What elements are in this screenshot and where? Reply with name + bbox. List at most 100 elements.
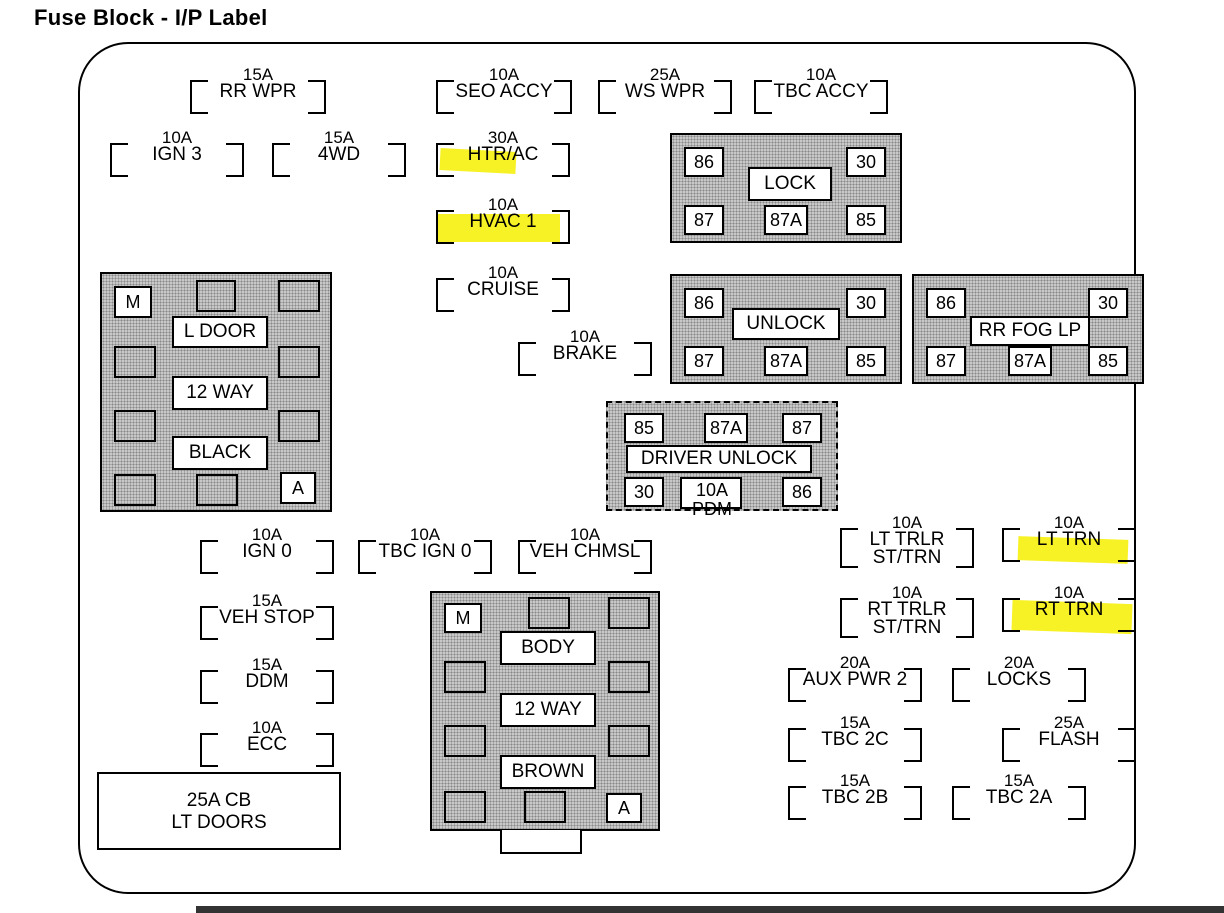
fuse-name: 4WD [317, 144, 361, 165]
fuse-veh-stop: 15A VEH STOP [200, 592, 334, 640]
fuse-name: HTR/AC [467, 144, 539, 165]
fuse-name: LT TRLR [869, 529, 945, 550]
pin-86: 86 [684, 147, 724, 177]
fuse-tbc-accy: 10A TBC ACCY [754, 66, 888, 114]
fuse-name: RT TRN [1034, 599, 1104, 620]
fuse-name: TBC 2B [821, 787, 889, 808]
fuse-rt-trn: 10A RT TRN [1002, 584, 1136, 632]
fuse-amp: 10A [1053, 513, 1085, 532]
connector-cavity [278, 410, 320, 442]
pin-85: 85 [1088, 346, 1128, 376]
connector-label-3: BLACK [172, 436, 268, 470]
connector-cavity [444, 661, 486, 693]
relay-label: RR FOG LP [970, 316, 1090, 346]
fuse-amp: 20A [839, 653, 871, 672]
fuse-locks: 20A LOCKS [952, 654, 1086, 702]
connector-cavity [608, 725, 650, 757]
fuse-amp: 15A [242, 65, 274, 84]
pin-87: 87 [782, 413, 822, 443]
fuse-name: IGN 0 [242, 541, 292, 562]
fuse-amp: 10A [891, 513, 923, 532]
fuse-htr-ac: 30A HTR/AC [436, 129, 570, 177]
connector-cavity [608, 597, 650, 629]
pin-30: 30 [846, 147, 886, 177]
fuse-brake: 10A BRAKE [518, 328, 652, 376]
pin-85: 85 [846, 205, 886, 235]
relay-label: UNLOCK [732, 308, 840, 340]
fuse-block-outline [78, 42, 1136, 894]
fuse-amp: 10A [487, 195, 519, 214]
pin-87: 87 [684, 346, 724, 376]
fuse-amp: 10A [805, 65, 837, 84]
connector-m-label: M [444, 603, 482, 633]
relay-label: LOCK [748, 167, 832, 201]
fuse-name: TBC IGN 0 [378, 541, 472, 562]
fuse-amp: 10A [891, 583, 923, 602]
relay-driver-unlock: 85 87A 87 DRIVER UNLOCK 30 86 [606, 401, 838, 511]
fuse-rr-wpr: 15A RR WPR [190, 66, 326, 114]
connector-m-label: M [114, 286, 152, 318]
fuse-ddm: 15A DDM [200, 656, 334, 704]
fuse-lt-trn: 10A LT TRN [1002, 514, 1136, 562]
connector-cavity [278, 346, 320, 378]
fuse-amp: 15A [1003, 771, 1035, 790]
pin-85: 85 [846, 346, 886, 376]
fuse-hvac1: 10A HVAC 1 [436, 196, 570, 244]
fuse-seo-accy: 10A SEO ACCY [436, 66, 572, 114]
connector-cavity [114, 410, 156, 442]
fuse-amp: 10A [251, 718, 283, 737]
relay-label: DRIVER UNLOCK [626, 445, 812, 473]
pin-30: 30 [1088, 288, 1128, 318]
pin-85: 85 [624, 413, 664, 443]
connector-label-2: 12 WAY [172, 376, 268, 410]
fuse-name: CRUISE [467, 279, 539, 300]
fuse-amp: 30A [487, 128, 519, 147]
fuse-name: DDM [245, 671, 289, 692]
connector-black-12-way: M L DOOR 12 WAY BLACK A [100, 272, 332, 512]
fuse-name: HVAC 1 [469, 211, 537, 232]
fuse-name: RT TRLR [867, 599, 947, 620]
fuse-amp: 10A [161, 128, 193, 147]
fuse-ign3: 10A IGN 3 [110, 129, 244, 177]
circuit-breaker-lt-doors: 25A CB LT DOORS [97, 772, 341, 850]
fuse-rt-trlr: 10A RT TRLR ST/TRN [840, 584, 974, 638]
connector-cavity [524, 791, 566, 823]
fuse-name: BRAKE [552, 343, 618, 364]
fuse-flash: 25A FLASH [1002, 714, 1136, 762]
fuse-name: VEH STOP [219, 607, 315, 628]
fuse-amp: 10A [487, 263, 519, 282]
fuse-tbc2c: 15A TBC 2C [788, 714, 922, 762]
fuse-name-line2: ST/TRN [872, 617, 942, 638]
fuse-name: SEO ACCY [455, 81, 553, 102]
fuse-tbc2a: 15A TBC 2A [952, 772, 1086, 820]
fuse-ws-wpr: 25A WS WPR [598, 66, 732, 114]
connector-cavity [114, 346, 156, 378]
connector-brown-12-way: M BODY 12 WAY BROWN A [430, 591, 660, 831]
cb-line1: 25A CB [186, 790, 252, 811]
fuse-tbc-ign0: 10A TBC IGN 0 [358, 526, 492, 574]
connector-cavity [196, 474, 238, 506]
fuse-veh-chmsl: 10A VEH CHMSL [518, 526, 652, 574]
fuse-amp: 10A [569, 327, 601, 346]
fuse-lt-trlr: 10A LT TRLR ST/TRN [840, 514, 974, 568]
fuse-name: ECC [246, 734, 288, 755]
cb-line2: LT DOORS [171, 812, 267, 833]
connector-label-2: 12 WAY [500, 693, 596, 727]
connector-label-1: BODY [500, 631, 596, 665]
fuse-name: VEH CHMSL [529, 541, 641, 562]
relay-unlock: 86 30 UNLOCK 87 87A 85 [670, 274, 902, 384]
page-title: Fuse Block - I/P Label [34, 5, 268, 30]
fuse-name-line2: ST/TRN [872, 547, 942, 568]
connector-a-label: A [606, 793, 642, 823]
fuse-name: LT TRN [1036, 529, 1102, 550]
fuse-amp: 15A [839, 713, 871, 732]
relay-rr-fog-lp: 86 30 RR FOG LP 87 87A 85 [912, 274, 1144, 384]
connector-tab [500, 830, 582, 854]
fuse-name: TBC 2C [821, 729, 889, 750]
bottom-edge-bar [196, 906, 1224, 913]
relay-lock: 86 30 LOCK 87 87A 85 [670, 133, 902, 243]
connector-cavity [444, 725, 486, 757]
fuse-ign0: 10A IGN 0 [200, 526, 334, 574]
pin-87: 87 [684, 205, 724, 235]
fuse-amp: 10A [488, 65, 520, 84]
